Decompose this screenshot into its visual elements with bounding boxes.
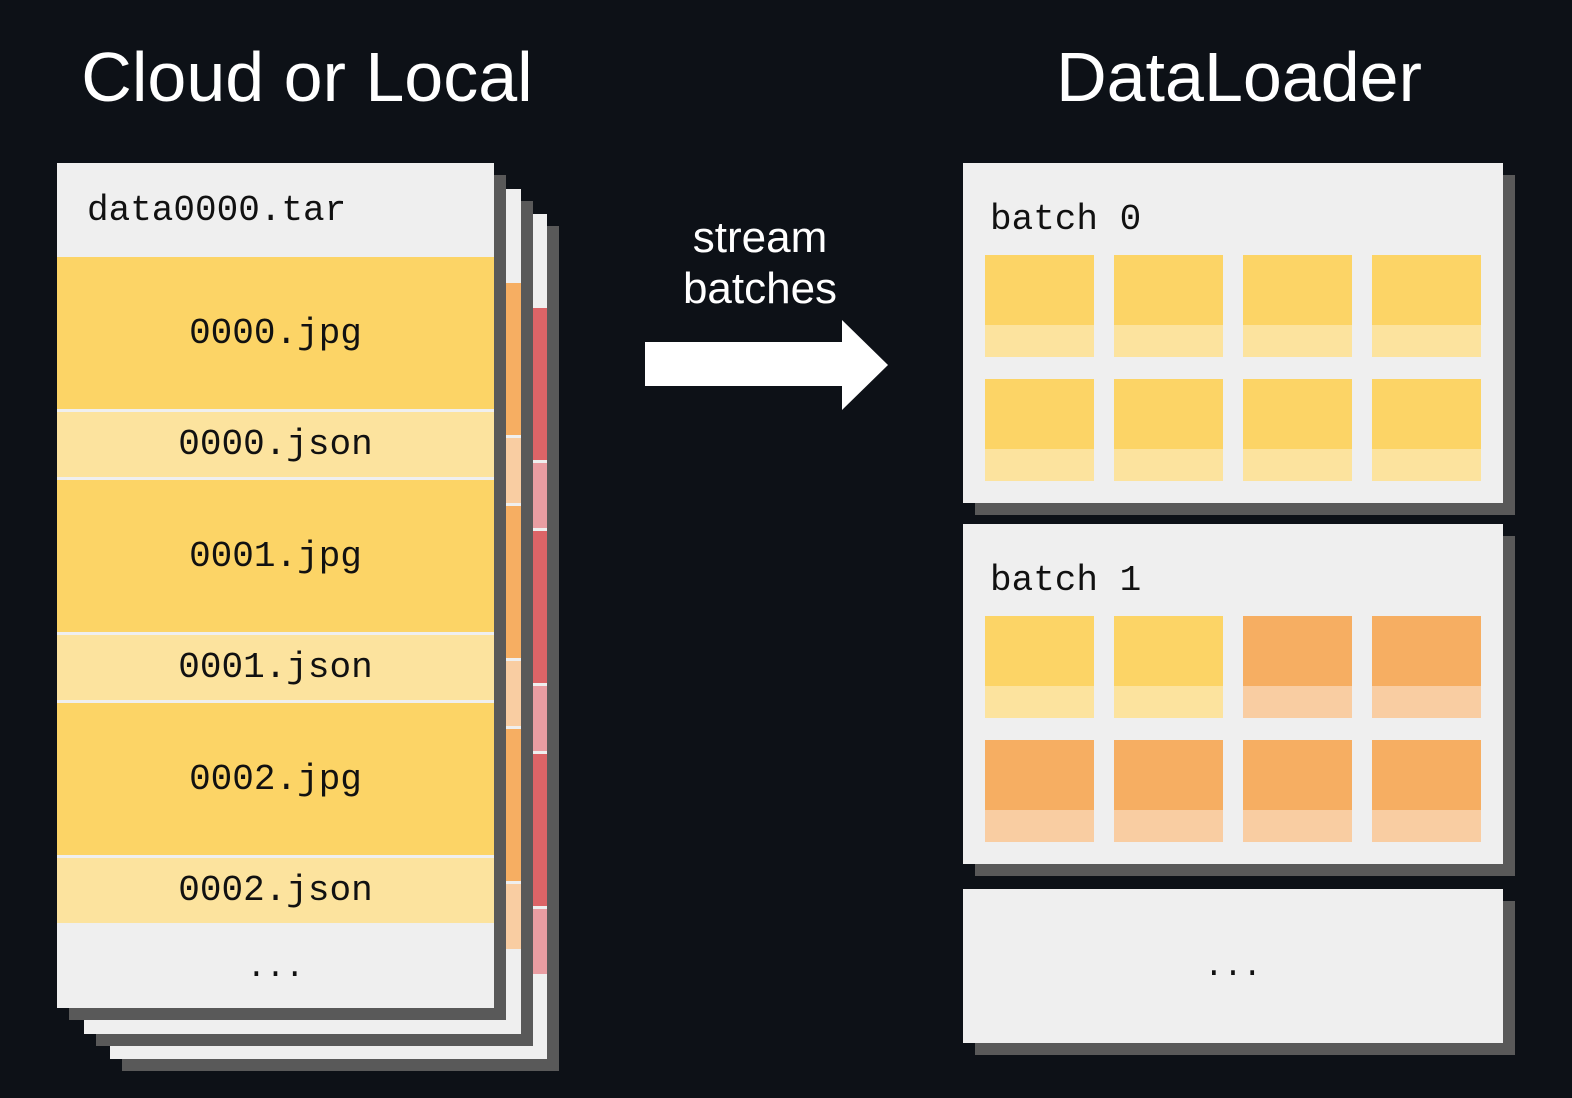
tile-annotation-part xyxy=(1114,810,1223,842)
right-arrow-icon xyxy=(645,342,842,386)
tile-annotation-part xyxy=(1243,686,1352,718)
tile-annotation-part xyxy=(985,449,1094,481)
shard-name: data0000.tar xyxy=(87,189,347,231)
tile-image-part xyxy=(1114,740,1223,810)
tile-image-part xyxy=(985,255,1094,325)
tile-image-part xyxy=(1114,379,1223,449)
sample-tile xyxy=(1372,379,1481,481)
tile-image-part xyxy=(985,740,1094,810)
file-row-0000-json: 0000.json xyxy=(57,412,494,477)
file-row-0000-jpg: 0000.jpg xyxy=(57,257,494,409)
sample-tile xyxy=(985,379,1094,481)
batch-card-0: batch 0 xyxy=(963,163,1503,503)
sample-tile xyxy=(1114,740,1223,842)
sample-tile xyxy=(1114,379,1223,481)
cloud-or-local-title: Cloud or Local xyxy=(81,38,533,116)
tile-annotation-part xyxy=(1372,449,1481,481)
right-arrow-head-icon xyxy=(842,320,888,410)
tile-image-part xyxy=(1372,379,1481,449)
tile-image-part xyxy=(1243,740,1352,810)
tile-annotation-part xyxy=(1114,449,1223,481)
sample-tile xyxy=(985,740,1094,842)
batch-1-label: batch 1 xyxy=(990,560,1142,601)
more-batches-ellipsis: ... xyxy=(1204,947,1262,985)
tile-image-part xyxy=(1372,740,1481,810)
tile-annotation-part xyxy=(1372,686,1481,718)
sample-tile xyxy=(1372,255,1481,357)
tile-image-part xyxy=(1372,616,1481,686)
tile-annotation-part xyxy=(1114,325,1223,357)
tile-annotation-part xyxy=(985,810,1094,842)
batch-card-1: batch 1 xyxy=(963,524,1503,864)
sample-tile xyxy=(1372,616,1481,718)
tile-image-part xyxy=(985,616,1094,686)
shard-card-front: data0000.tar 0000.jpg 0000.json 0001.jpg… xyxy=(57,163,494,1008)
stream-caption: stream batches xyxy=(620,212,900,314)
tile-annotation-part xyxy=(1372,325,1481,357)
sample-tile xyxy=(1243,616,1352,718)
batch-1-tile-grid xyxy=(985,616,1481,842)
sample-tile xyxy=(1114,616,1223,718)
tile-annotation-part xyxy=(1114,686,1223,718)
more-files-ellipsis: ... xyxy=(246,948,305,986)
dataloader-title: DataLoader xyxy=(1056,38,1422,116)
file-row-0002-jpg: 0002.jpg xyxy=(57,703,494,855)
tile-annotation-part xyxy=(1243,810,1352,842)
sample-tile xyxy=(985,255,1094,357)
tile-annotation-part xyxy=(985,325,1094,357)
sample-tile xyxy=(1243,255,1352,357)
sample-tile xyxy=(1243,379,1352,481)
tile-image-part xyxy=(1114,616,1223,686)
sample-tile xyxy=(1372,740,1481,842)
tile-image-part xyxy=(1114,255,1223,325)
tile-image-part xyxy=(1243,616,1352,686)
batch-0-tile-grid xyxy=(985,255,1481,481)
batch-0-label: batch 0 xyxy=(990,199,1142,240)
file-row-0001-jpg: 0001.jpg xyxy=(57,480,494,632)
tile-annotation-part xyxy=(985,686,1094,718)
stream-caption-line-1: stream xyxy=(692,213,828,262)
sample-tile xyxy=(1243,740,1352,842)
tile-annotation-part xyxy=(1243,449,1352,481)
tile-image-part xyxy=(1243,255,1352,325)
sample-tile xyxy=(1114,255,1223,357)
shard-front-body: 0000.jpg 0000.json 0001.jpg 0001.json 00… xyxy=(57,257,494,1008)
tile-annotation-part xyxy=(1372,810,1481,842)
sample-tile xyxy=(985,616,1094,718)
tile-image-part xyxy=(1243,379,1352,449)
file-row-0002-json: 0002.json xyxy=(57,858,494,923)
file-row-0001-json: 0001.json xyxy=(57,635,494,700)
tile-annotation-part xyxy=(1243,325,1352,357)
tile-image-part xyxy=(985,379,1094,449)
more-batches-card: ... xyxy=(963,889,1503,1043)
tile-image-part xyxy=(1372,255,1481,325)
stream-caption-line-2: batches xyxy=(682,264,838,313)
